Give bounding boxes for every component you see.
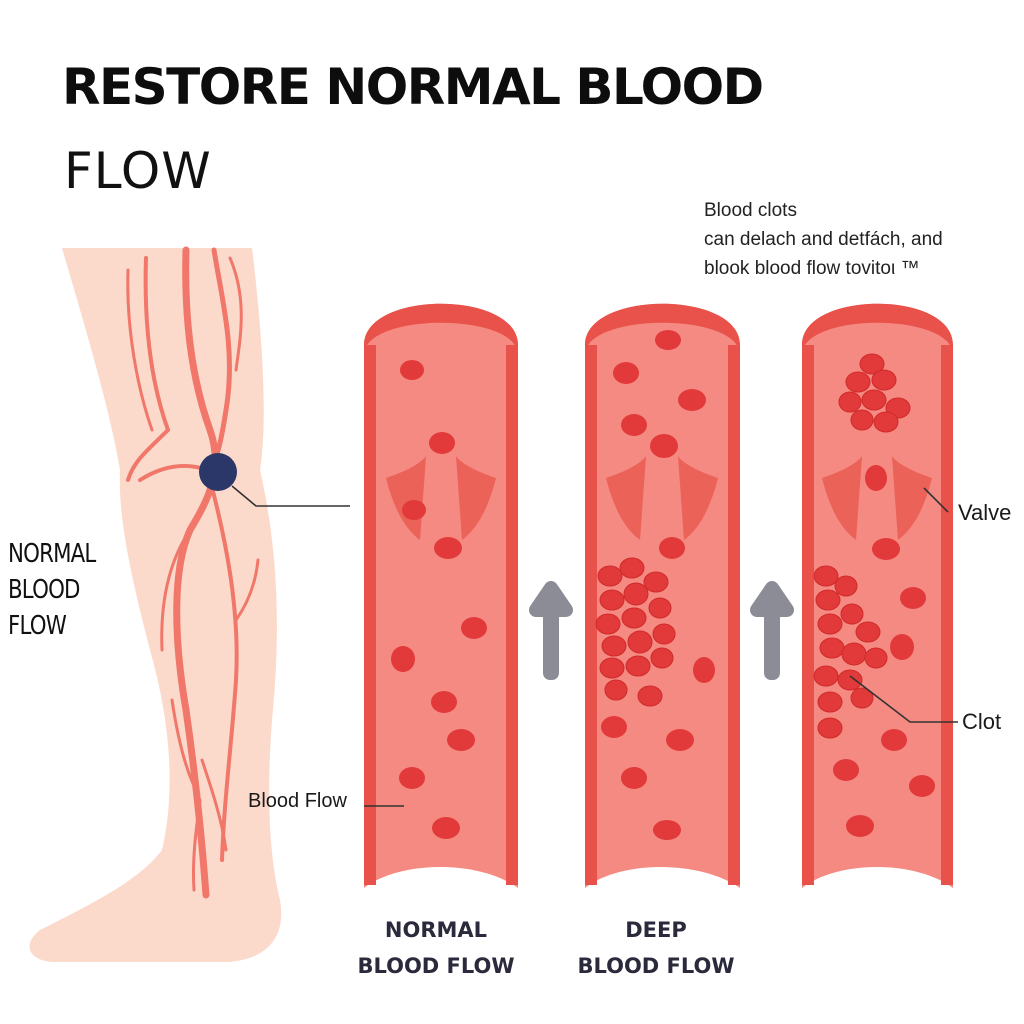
leg-illustration <box>29 246 350 962</box>
marker-leader-line <box>231 485 350 507</box>
caption-line: DEEP <box>625 918 687 942</box>
info-note-line: Blood clots <box>704 200 797 221</box>
location-marker <box>199 453 237 491</box>
side-label-line: FLOW <box>8 611 67 641</box>
side-label: NORMAL BLOOD FLOW <box>8 536 98 644</box>
clot-label: Clot <box>962 709 1002 734</box>
blood-flow-label: Blood Flow <box>248 790 347 812</box>
valve-flap-right <box>456 456 496 540</box>
flow-arrow-1 <box>529 581 573 680</box>
caption-line: BLOOD FLOW <box>357 954 515 978</box>
info-note-line: can delach and detfách, and <box>704 229 943 250</box>
caption-deep: DEEP BLOOD FLOW <box>556 912 756 984</box>
info-note: Blood clots can delach and detfách, and … <box>704 196 1004 283</box>
valve-label: Valve <box>958 500 1012 525</box>
blood-cells <box>391 360 487 839</box>
vessel-clot <box>802 303 953 888</box>
flow-arrow-2 <box>750 581 794 680</box>
caption-line: NORMAL <box>384 918 488 942</box>
blood-cells <box>833 465 935 837</box>
valve-leader <box>923 487 949 513</box>
caption-normal: NORMAL BLOOD FLOW <box>336 912 536 984</box>
caption-line: BLOOD FLOW <box>577 954 735 978</box>
side-label-line: NORMAL <box>8 539 96 569</box>
vessel-normal <box>364 303 518 888</box>
vessel-deep <box>585 303 740 888</box>
side-label-line: BLOOD <box>8 575 80 605</box>
blood-cells <box>601 330 715 840</box>
page-subtitle: FLOW <box>64 142 212 200</box>
clot-leader <box>849 675 958 723</box>
clot-cluster <box>595 557 676 707</box>
clot-cluster-top <box>838 353 911 433</box>
clot-cluster <box>813 565 888 739</box>
info-note-line: blook blood flow tovitoι ™ <box>704 258 920 279</box>
page-title: RESTORE NORMAL BLOOD <box>62 58 764 116</box>
leg-veins <box>126 246 260 899</box>
